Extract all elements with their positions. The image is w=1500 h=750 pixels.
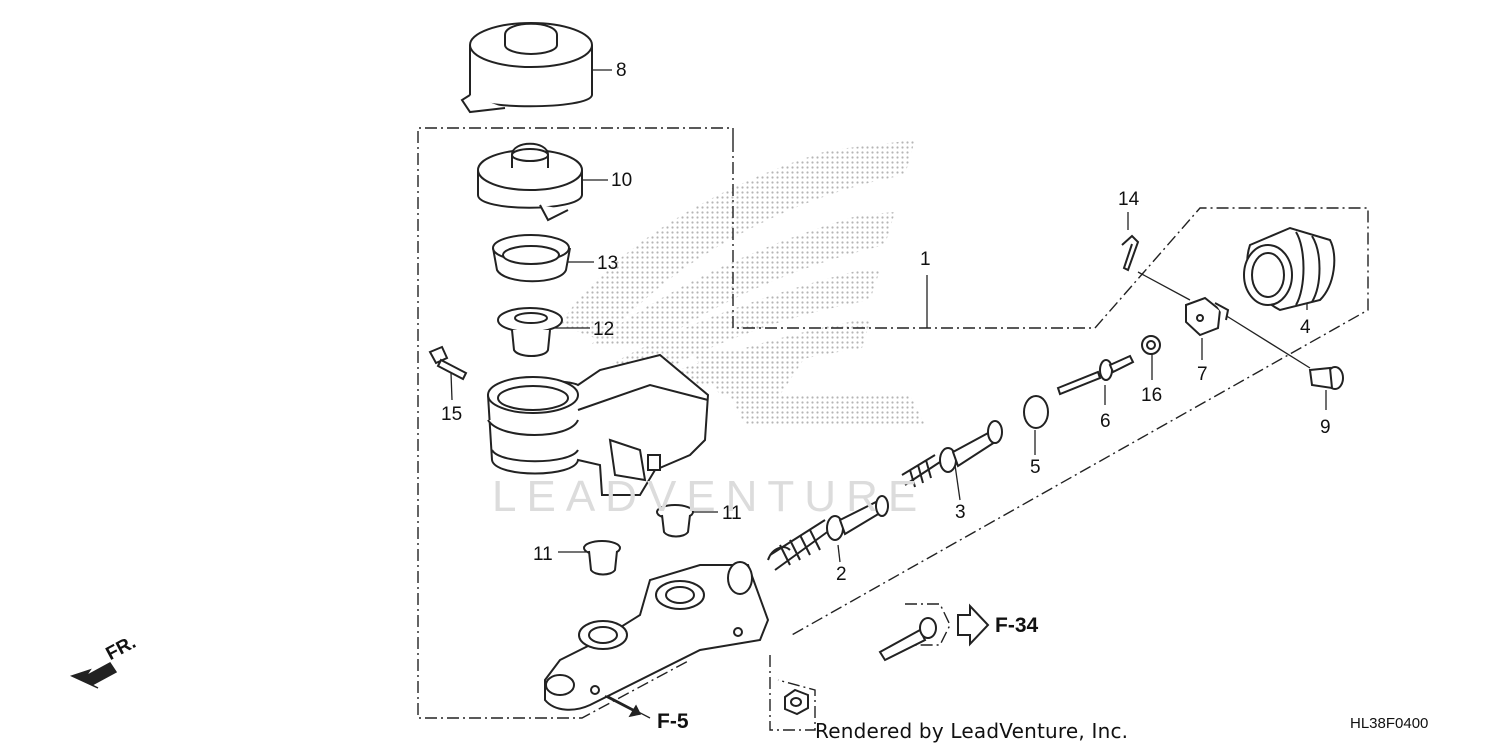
pin-part-9 (1308, 366, 1344, 390)
nut-part-16 (1141, 335, 1161, 355)
watermark-text: LEADVENTURE (492, 472, 928, 521)
boot-part-4 (1243, 226, 1336, 312)
diaphragm-plate-part-12 (497, 307, 563, 357)
callout-8: 8 (616, 60, 627, 81)
screw-part-15 (428, 345, 468, 381)
callout-10: 10 (611, 170, 633, 191)
callout-16: 16 (1141, 385, 1163, 406)
rendered-by-credit: Rendered by LeadVenture, Inc. (815, 719, 1129, 743)
grommet-part-11-upper (656, 504, 694, 538)
clevis-part-7 (1185, 296, 1230, 337)
master-cylinder-body (544, 561, 770, 711)
callout-9: 9 (1320, 417, 1331, 438)
cotter-pin-part-14 (1121, 234, 1140, 272)
reference-f34: F-34 (995, 614, 1039, 637)
leader-lines (450, 69, 1327, 719)
circlip-part-5 (1023, 395, 1049, 429)
f34-reference-arrow (957, 603, 990, 647)
callout-14: 14 (1118, 189, 1140, 210)
callout-2: 2 (836, 564, 847, 585)
push-rod-part-6 (1056, 354, 1135, 396)
callout-4: 4 (1300, 317, 1311, 338)
callout-6: 6 (1100, 411, 1111, 432)
front-direction-arrow (69, 662, 118, 689)
piston-spring-part-2 (767, 495, 889, 571)
reservoir-cover-part-8 (460, 22, 593, 114)
callout-11-upper: 11 (722, 503, 742, 524)
reservoir-cap-part-10 (477, 142, 583, 222)
assembly-outline (417, 127, 1369, 731)
callout-13: 13 (597, 253, 619, 274)
f5-reference-arrow (604, 695, 642, 718)
reference-f5: F-5 (657, 710, 689, 733)
piston-assembly-part-3 (901, 420, 1003, 488)
reservoir-body (486, 353, 710, 496)
hex-nut (784, 688, 809, 716)
honda-wing-watermark (560, 140, 925, 425)
callout-7: 7 (1197, 364, 1208, 385)
diaphragm-part-13 (492, 234, 571, 283)
grommet-part-11-lower (583, 540, 621, 576)
callout-1: 1 (920, 249, 931, 270)
callout-12: 12 (593, 319, 615, 340)
callout-15: 15 (441, 404, 463, 425)
callout-5: 5 (1030, 457, 1041, 478)
callout-11-lower: 11 (533, 544, 553, 565)
diagram-code: HL38F0400 (1350, 715, 1429, 732)
bolt (878, 617, 937, 662)
callout-3: 3 (955, 502, 966, 523)
